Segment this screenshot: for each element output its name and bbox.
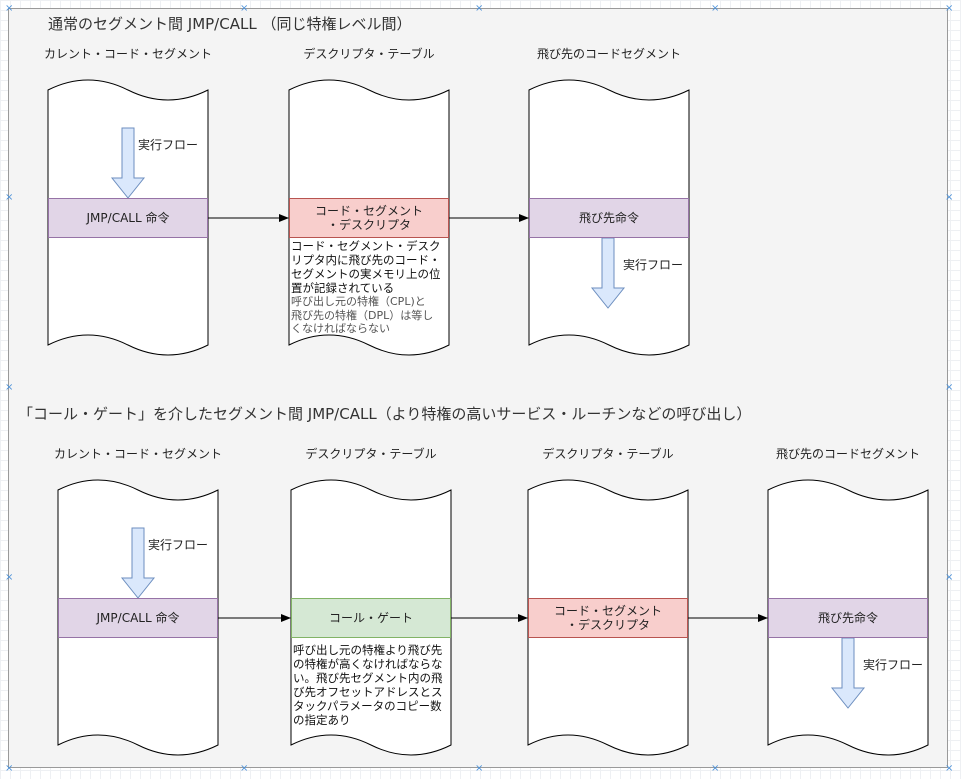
note-line: セグメントの実メモリ上の位 [291, 267, 441, 281]
flow-arrow-bottom-1 [120, 527, 156, 599]
flow-arrow-top-1 [110, 127, 146, 199]
top-col-current: カレント・コード・セグメント [43, 47, 213, 61]
descriptor-line-2: ・デスクリプタ [565, 618, 650, 632]
note-line: くなければならない [291, 322, 390, 335]
handle-icon[interactable]: × [5, 763, 14, 774]
handle-icon[interactable]: × [5, 572, 14, 583]
bottom-title: 「コール・ゲート」を介したセグメント間 JMP/CALL（より特権の高いサービス… [18, 405, 752, 423]
descriptor-line-2: ・デスクリプタ [326, 218, 411, 232]
note-line: び先オフセットアドレスとス [293, 685, 443, 699]
note-line: い。飛び先セグメント内の飛 [293, 671, 443, 685]
handle-icon[interactable]: × [945, 763, 954, 774]
bottom-col-target: 飛び先のコードセグメント [775, 447, 921, 461]
handle-icon[interactable]: × [711, 3, 720, 14]
top-jmp-call-band[interactable]: JMP/CALL 命令 [48, 198, 208, 238]
top-flow-label-2: 実行フロー [623, 258, 684, 272]
handle-icon[interactable]: × [5, 3, 14, 14]
bottom-flow-label-1: 実行フロー [148, 538, 209, 552]
note-line: の特権が高くなければならな [293, 657, 443, 671]
bottom-call-gate-note: 呼び出し元の特権より飛び先 の特権が高くなければならな い。飛び先セグメント内の… [293, 643, 451, 727]
bottom-call-gate-band[interactable]: コール・ゲート [291, 598, 451, 638]
bottom-col-table-2: デスクリプタ・テーブル [542, 447, 674, 461]
bottom-col-table-1: デスクリプタ・テーブル [305, 447, 437, 461]
flow-arrow-bottom-2 [830, 637, 866, 709]
note-line: リプタ内に飛び先のコード・ [291, 253, 441, 267]
top-code-segment-descriptor[interactable]: コード・セグメント ・デスクリプタ [289, 198, 449, 238]
handle-icon[interactable]: × [945, 382, 954, 393]
flow-arrow-top-2 [590, 237, 626, 309]
note-line: タックパラメータのコピー数 [293, 699, 442, 713]
note-line: 置が記録されている [291, 281, 395, 295]
handle-icon[interactable]: × [240, 763, 249, 774]
bottom-jmp-call-band[interactable]: JMP/CALL 命令 [58, 598, 218, 638]
note-line: コード・セグメント・デスク [291, 239, 441, 253]
handle-icon[interactable]: × [945, 3, 954, 14]
note-line: の指定あり [293, 713, 351, 727]
note-line: 飛び先の特権（DPL）は等し [291, 308, 434, 322]
handle-icon[interactable]: × [945, 192, 954, 203]
handle-icon[interactable]: × [475, 763, 484, 774]
handle-icon[interactable]: × [711, 763, 720, 774]
top-flow-label-1: 実行フロー [138, 138, 199, 152]
handle-icon[interactable]: × [5, 382, 14, 393]
top-target-instruction-band[interactable]: 飛び先命令 [529, 198, 689, 238]
bottom-target-instruction-band[interactable]: 飛び先命令 [768, 598, 928, 638]
note-line: 呼び出し元の特権（CPL)と [291, 295, 426, 308]
top-col-table: デスクリプタ・テーブル [303, 47, 435, 61]
top-title: 通常のセグメント間 JMP/CALL （同じ特権レベル間） [48, 15, 412, 33]
handle-icon[interactable]: × [945, 572, 954, 583]
top-col-target: 飛び先のコードセグメント [536, 47, 682, 61]
handle-icon[interactable]: × [475, 3, 484, 14]
handle-icon[interactable]: × [240, 3, 249, 14]
descriptor-line-1: コード・セグメント [314, 204, 423, 218]
note-line: 呼び出し元の特権より飛び先 [293, 643, 443, 657]
bottom-col-current: カレント・コード・セグメント [53, 447, 223, 461]
bottom-flow-label-2: 実行フロー [863, 658, 924, 672]
handle-icon[interactable]: × [5, 192, 14, 203]
bottom-code-segment-descriptor[interactable]: コード・セグメント ・デスクリプタ [528, 598, 688, 638]
top-descriptor-note: コード・セグメント・デスク リプタ内に飛び先のコード・ セグメントの実メモリ上の… [291, 239, 449, 336]
descriptor-line-1: コード・セグメント [553, 604, 662, 618]
